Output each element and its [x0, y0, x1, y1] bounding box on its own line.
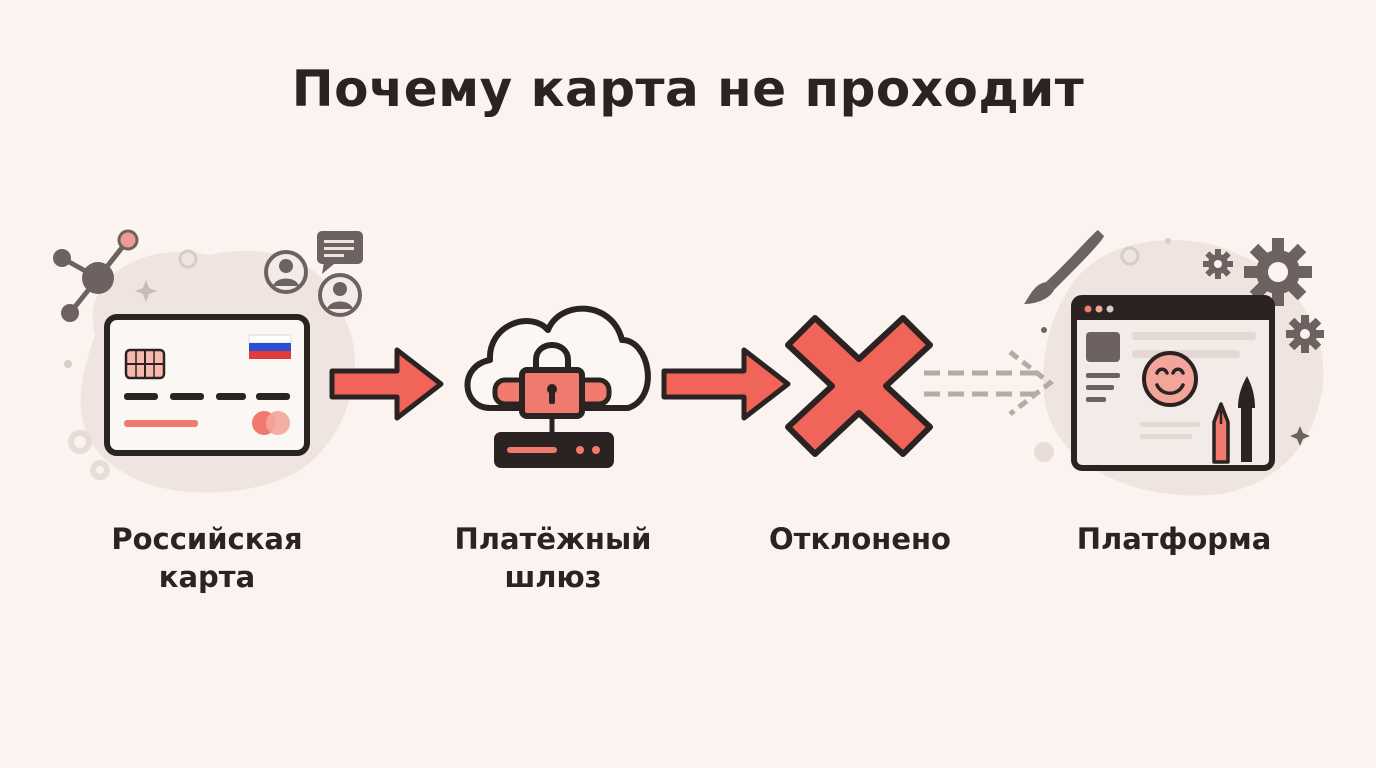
step-label-gateway: Платёжный шлюз: [453, 520, 653, 596]
cloud-lock-server-icon: [464, 305, 651, 468]
step-label-line: Российская: [111, 522, 303, 556]
dot-decoration-right: [1165, 238, 1171, 244]
step-label-line: карта: [158, 560, 256, 594]
red-cross-icon: [785, 315, 933, 457]
browser-window-icon: [1071, 295, 1275, 471]
step-label-line: Отклонено: [769, 522, 951, 556]
gear-icon-large: [1244, 238, 1312, 306]
chat-bubble-icon: [317, 231, 363, 274]
paint-brush-icon: [1238, 376, 1255, 462]
dot-decoration-right-2: [1041, 327, 1047, 333]
dot-decoration: [64, 360, 72, 368]
page-title: Почему карта не проходит: [291, 60, 1085, 118]
padlock-icon: [519, 342, 585, 419]
dashed-arrow: [924, 350, 1055, 416]
user-avatar-icon: [264, 250, 308, 294]
ring-decoration: [178, 249, 198, 269]
step-label-platform: Платформа: [1064, 520, 1284, 558]
step-label-line: Платформа: [1076, 522, 1272, 556]
gear-icon-medium: [1286, 315, 1324, 353]
step-label-line: Платёжный: [454, 522, 652, 556]
ring-decoration-right-2: [1034, 442, 1054, 462]
paintbrush-icon: [1024, 230, 1104, 304]
step-label-card: Российская карта: [107, 520, 307, 596]
network-nodes-icon: [53, 229, 139, 322]
sparkle-icon-right: [1290, 426, 1310, 446]
flow-arrow-1: [329, 347, 444, 421]
bank-card-icon: [104, 314, 310, 456]
flow-arrow-2: [661, 347, 791, 421]
smiley-face-icon: [1142, 351, 1198, 407]
sparkle-icon: [135, 280, 157, 302]
step-label-line: шлюз: [504, 560, 602, 594]
step-label-declined: Отклонено: [750, 520, 970, 558]
user-avatar-icon-2: [318, 273, 362, 317]
pen-nib-icon: [1212, 402, 1230, 464]
gear-icon-small: [1203, 249, 1233, 279]
russian-flag-icon: [248, 334, 292, 359]
gear-decoration-icon: [68, 430, 110, 480]
ring-decoration-right: [1120, 246, 1140, 266]
